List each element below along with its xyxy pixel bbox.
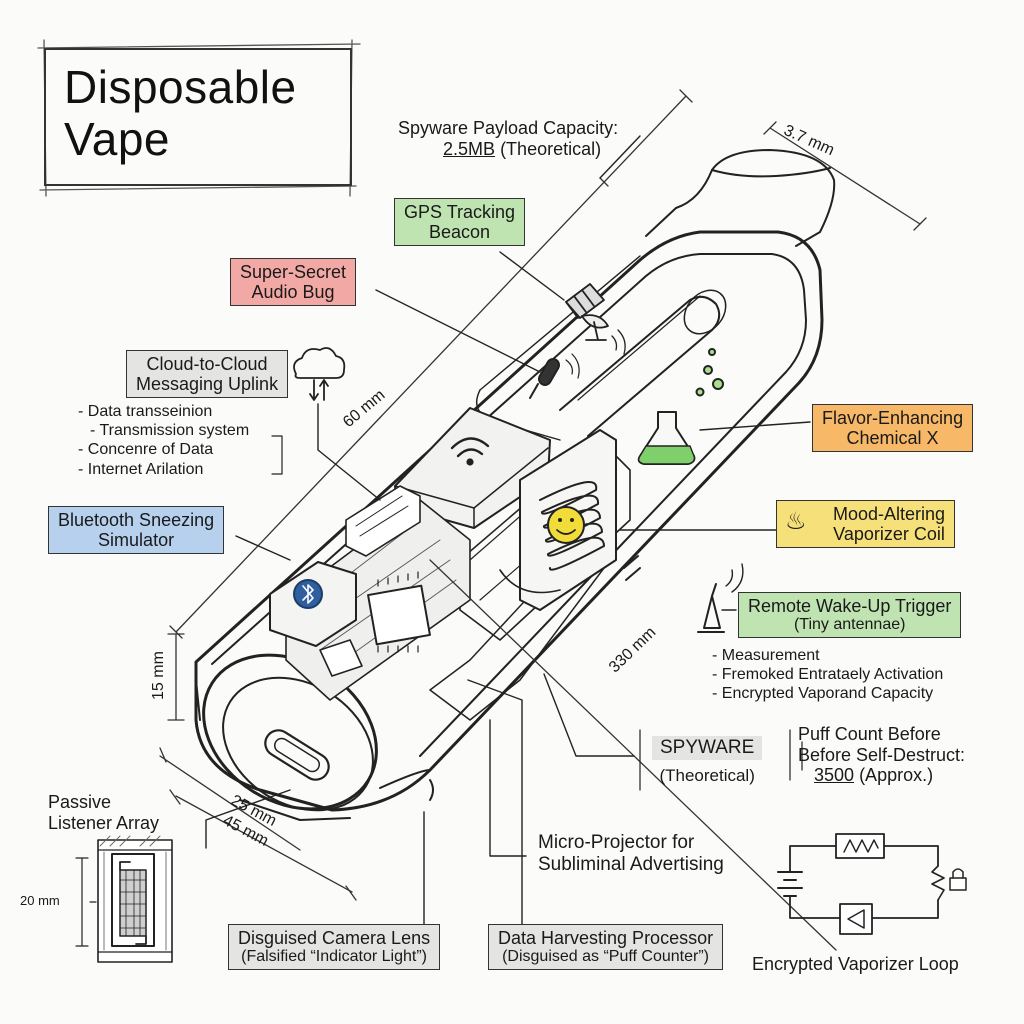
puff-count-value: 3500: [814, 765, 855, 786]
dimension-lines: [159, 89, 927, 951]
dimension-listener-height: 20 mm: [20, 893, 60, 908]
cloud-line-2: Messaging Uplink: [136, 374, 279, 395]
processor-line-2: (Disguised as “Puff Counter”): [502, 948, 709, 966]
mood-line-1: Mood-Altering: [833, 504, 946, 524]
spyware-capacity-line-1: Spyware Payload Capacity:: [398, 118, 619, 138]
camera-lens-label: Disguised Camera Lens (Falsified “Indica…: [228, 924, 441, 971]
chip-icon: [367, 584, 431, 646]
audio-bug-line-1: Super-Secret: [240, 262, 347, 282]
antenna-icon: [697, 563, 744, 633]
cloud-icon: [293, 347, 346, 401]
bluetooth-module: [269, 561, 357, 647]
mouthpiece: [675, 149, 836, 247]
usb-c-port-icon: [264, 729, 330, 781]
audio-bug-line-2: Audio Bug: [251, 282, 335, 303]
smiley-icon: [547, 506, 585, 544]
battery-icon: [777, 871, 803, 897]
spyware-line-1: SPYWARE: [652, 736, 763, 760]
bluetooth-simulator-label: Bluetooth Sneezing Simulator: [48, 506, 225, 555]
gps-line-1: GPS Tracking: [404, 202, 516, 222]
puff-line-2: Before Self-Destruct:: [798, 744, 966, 765]
title-frame: [44, 48, 352, 186]
gps-tracking-beacon-label: GPS Tracking Beacon: [394, 198, 526, 247]
wakeup-line-2: (Tiny antennae): [793, 616, 906, 634]
flavor-line-2: Chemical X: [846, 428, 939, 449]
processor-line-1: Data Harvesting Processor: [498, 928, 714, 948]
flavor-line-1: Flavor-Enhancing: [822, 408, 964, 428]
title-line-2: Vape: [64, 112, 171, 165]
spyware-capacity-label: Spyware Payload Capacity: 2.5MB (Theoret…: [398, 118, 618, 159]
cloud-bullet: Concenre of Data: [78, 440, 249, 459]
resistor-icon: [835, 833, 885, 859]
projector-line-2: Subliminal Advertising: [538, 853, 724, 875]
puff-count-label: Puff Count Before Before Self-Destruct: …: [798, 724, 965, 786]
flask-icon: [637, 348, 724, 465]
mood-coil-label: ♨ Mood-Altering Vaporizer Coil: [776, 500, 956, 549]
listener-line-2: Listener Array: [48, 812, 160, 833]
camera-line-2: (Falsified “Indicator Light”): [241, 948, 427, 966]
micro-projector-label: Micro-Projector for Subliminal Advertisi…: [538, 832, 724, 876]
dimension-height: 15 mm: [150, 651, 167, 700]
flavor-chemical-label: Flavor-Enhancing Chemical X: [812, 404, 974, 453]
camera-line-1: Disguised Camera Lens: [238, 928, 431, 948]
spyware-label: SPYWARE (Theoretical): [652, 736, 763, 785]
vape-body: [194, 149, 836, 821]
cloud-uplink-label: Cloud-to-Cloud Messaging Uplink: [126, 350, 289, 399]
vaporizer-loop-circuit: [777, 833, 967, 935]
audio-bug-label: Super-Secret Audio Bug: [230, 258, 357, 307]
wifi-icon: [450, 437, 490, 466]
title-line-1: Disposable: [64, 61, 297, 113]
satellite-icon: [565, 283, 626, 355]
cloud-bullet: Transmission system: [78, 421, 249, 440]
remote-wakeup-label: Remote Wake-Up Trigger (Tiny antennae): [738, 592, 962, 639]
cloud-line-1: Cloud-to-Cloud: [146, 354, 268, 374]
processor-label: Data Harvesting Processor (Disguised as …: [488, 924, 724, 971]
heater-icon: ♨: [785, 508, 807, 535]
page-title: Disposable Vape: [64, 61, 297, 165]
lock-icon: [949, 868, 967, 891]
coil-symbol-icon: [931, 865, 945, 901]
listener-line-1: Passive: [48, 792, 112, 812]
wakeup-bullet: Encrypted Vaporand Capacity: [712, 684, 943, 703]
listener-array-label: Passive Listener Array: [48, 792, 159, 833]
wakeup-bullet-list: Measurement Fremoked Entrataely Activati…: [712, 646, 943, 704]
puff-count-note: (Approx.): [859, 765, 934, 786]
circuit-label: Encrypted Vaporizer Loop: [752, 954, 959, 974]
spyware-capacity-value: 2.5MB: [443, 138, 496, 159]
wakeup-bullet: Fremoked Entrataely Activation: [712, 665, 943, 684]
bluetooth-line-2: Simulator: [98, 530, 175, 551]
gps-line-2: Beacon: [428, 222, 491, 243]
listener-array: [75, 835, 173, 963]
cloud-bullet-list: Data transseinion Transmission system Co…: [78, 402, 249, 479]
wakeup-line-1: Remote Wake-Up Trigger: [748, 596, 952, 616]
microphone-icon: [529, 353, 580, 399]
cloud-bullet: Data transseinion: [78, 402, 249, 421]
circuit-board: [285, 485, 471, 701]
spyware-line-2: (Theoretical): [659, 765, 755, 785]
wakeup-bullet: Measurement: [712, 646, 943, 665]
projector-line-1: Micro-Projector for: [538, 832, 695, 853]
leader-lines: [205, 135, 811, 931]
bluetooth-line-1: Bluetooth Sneezing: [58, 510, 215, 530]
mood-line-2: Vaporizer Coil: [833, 524, 945, 545]
spyware-capacity-note: (Theoretical): [500, 138, 602, 159]
triangle-icon: [839, 903, 873, 935]
cloud-bullet: Internet Arilation: [78, 460, 249, 479]
puff-line-1: Puff Count Before: [798, 724, 941, 744]
